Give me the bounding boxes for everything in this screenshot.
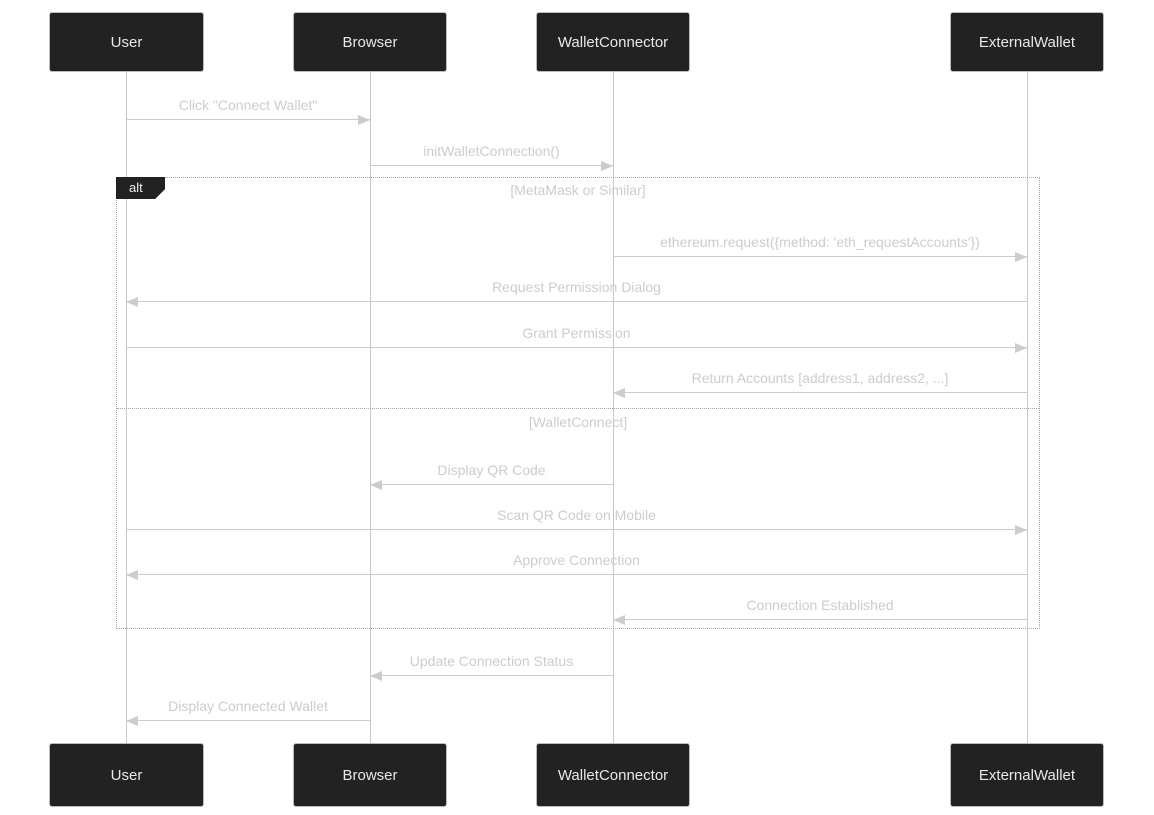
arrow-line	[126, 115, 370, 125]
message-label: Click "Connect Wallet"	[178, 97, 318, 113]
actor-externalwallet-top: ExternalWallet	[950, 12, 1104, 72]
actor-walletconnector-top: WalletConnector	[536, 12, 690, 72]
arrow-line	[613, 388, 1027, 398]
message-label: Update Connection Status	[409, 653, 574, 669]
arrow-line	[126, 570, 1027, 580]
lifeline-externalwallet	[1027, 72, 1028, 743]
message-label: initWalletConnection()	[423, 143, 560, 159]
message-update-connection-status: Update Connection Status	[370, 652, 613, 681]
actor-browser-top: Browser	[293, 12, 447, 72]
message-approve-connection: Approve Connection	[126, 551, 1027, 580]
message-init-wallet-connection: initWalletConnection()	[370, 142, 613, 171]
lifeline-walletconnector	[613, 72, 614, 743]
message-connection-established: Connection Established	[613, 596, 1027, 625]
message-click-connect-wallet: Click "Connect Wallet"	[126, 96, 370, 125]
message-return-accounts: Return Accounts [address1, address2, ...…	[613, 369, 1027, 398]
message-label: Return Accounts [address1, address2, ...…	[691, 370, 949, 386]
arrow-line	[126, 716, 370, 726]
arrow-line	[613, 252, 1027, 262]
arrow-line	[370, 671, 613, 681]
alt-branch-divider	[117, 408, 1039, 409]
message-ethereum-request: ethereum.request({method: 'eth_requestAc…	[613, 233, 1027, 262]
arrow-line	[126, 297, 1027, 307]
lifeline-user	[126, 72, 127, 743]
arrow-line	[613, 615, 1027, 625]
actor-user-bottom: User	[49, 743, 204, 807]
arrow-line	[126, 343, 1027, 353]
message-label: Display QR Code	[437, 462, 546, 478]
message-label: Request Permission Dialog	[492, 279, 661, 295]
message-label: Grant Permission	[522, 325, 631, 341]
actor-user-top: User	[49, 12, 204, 72]
alt-operator-label: alt	[116, 177, 165, 199]
actor-walletconnector-bottom: WalletConnector	[536, 743, 690, 807]
alt-frame: alt [MetaMask or Similar] [WalletConnect…	[116, 177, 1040, 629]
actor-externalwallet-bottom: ExternalWallet	[950, 743, 1104, 807]
actor-browser-bottom: Browser	[293, 743, 447, 807]
message-label: Scan QR Code on Mobile	[497, 507, 656, 523]
alt-branch-2-condition: [WalletConnect]	[528, 414, 628, 430]
message-display-connected-wallet: Display Connected Wallet	[126, 697, 370, 726]
message-display-qr-code: Display QR Code	[370, 461, 613, 490]
message-scan-qr-code: Scan QR Code on Mobile	[126, 506, 1027, 535]
message-request-permission-dialog: Request Permission Dialog	[126, 278, 1027, 307]
arrow-line	[126, 525, 1027, 535]
lifeline-browser	[370, 72, 371, 743]
message-grant-permission: Grant Permission	[126, 324, 1027, 353]
message-label: Connection Established	[746, 597, 894, 613]
alt-branch-1-condition: [MetaMask or Similar]	[510, 182, 646, 198]
message-label: Display Connected Wallet	[168, 698, 328, 714]
arrow-line	[370, 480, 613, 490]
message-label: ethereum.request({method: 'eth_requestAc…	[660, 234, 980, 250]
message-label: Approve Connection	[513, 552, 640, 568]
arrow-line	[370, 161, 613, 171]
